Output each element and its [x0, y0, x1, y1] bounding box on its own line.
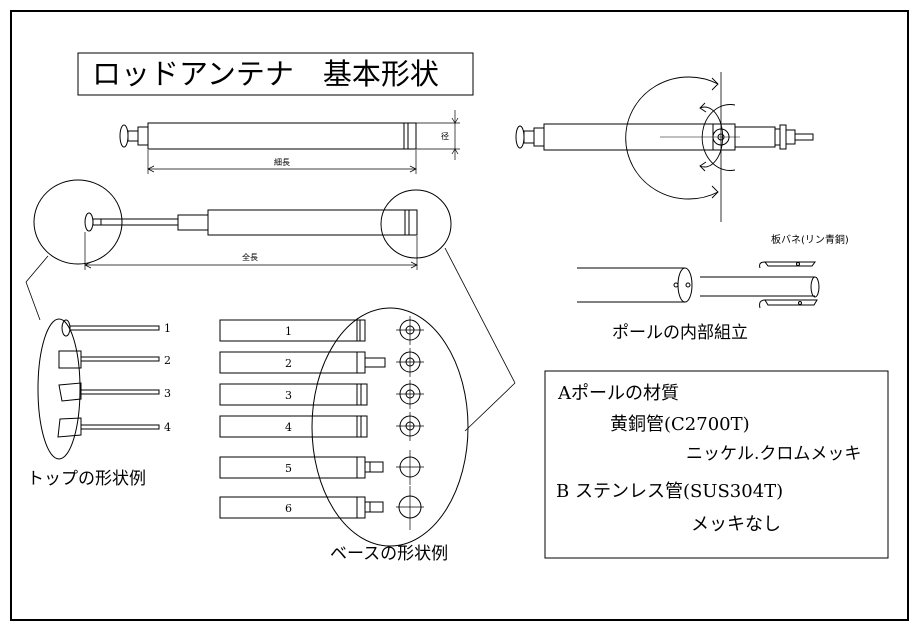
- total-length-dimension: [84, 232, 418, 270]
- title: ロッドアンテナ 基本形状: [92, 57, 439, 91]
- antenna-side-view: [515, 72, 814, 222]
- base-shape-1: [219, 316, 424, 345]
- leader-line-top: [25, 255, 49, 283]
- material-a-plating: ニッケル.クロムメッキ: [686, 444, 861, 464]
- base-label-6: 6: [285, 502, 292, 515]
- rotation-arrows: [625, 76, 736, 200]
- diameter-label: 径: [441, 131, 449, 141]
- material-a-title: Aポールの材質: [557, 383, 679, 404]
- leader-line-top-2: [25, 281, 41, 321]
- top-label-4: 4: [164, 421, 171, 434]
- inner-length-label: 細長: [274, 157, 290, 167]
- top-detail-circle: [33, 179, 123, 265]
- leader-line-base-2: [464, 382, 516, 432]
- top-label-3: 3: [164, 387, 171, 400]
- material-b-title: B ステンレス管(SUS304T): [556, 481, 783, 502]
- material-box: [544, 370, 889, 559]
- diameter-dimension: [416, 110, 460, 160]
- antenna-extended: [84, 209, 418, 236]
- base-shape-2: [219, 348, 424, 377]
- base-shape-5: [219, 450, 424, 485]
- base-shapes-ellipse: [311, 307, 469, 547]
- base-label-1: 1: [285, 325, 292, 338]
- base-label-4: 4: [285, 421, 292, 434]
- total-length-label: 全長: [242, 252, 258, 262]
- top-shape-2: [58, 350, 160, 369]
- base-label-5: 5: [285, 462, 292, 475]
- base-shape-4: [219, 412, 424, 441]
- base-shape-3: [219, 380, 424, 409]
- top-shape-3: [58, 382, 160, 402]
- base-label-3: 3: [285, 389, 292, 402]
- top-shape-1: [61, 319, 160, 337]
- top-label-2: 2: [164, 354, 171, 367]
- inner-length-dimension: [147, 150, 417, 174]
- title-box: [77, 52, 474, 96]
- top-label-1: 1: [164, 322, 171, 335]
- top-shape-4: [57, 417, 160, 438]
- top-shapes-caption: トップの形状例: [27, 469, 146, 489]
- pole-internal-assembly: [577, 261, 820, 309]
- top-shapes-ellipse: [37, 318, 81, 460]
- base-shapes-caption: ベースの形状例: [330, 544, 448, 564]
- material-a-name: 黄銅管(C2700T): [610, 414, 750, 435]
- base-detail-circle: [380, 189, 452, 259]
- assembly-caption: ポールの内部組立: [612, 323, 748, 343]
- leader-line-base: [444, 247, 516, 384]
- antenna-collapsed: [119, 122, 417, 150]
- material-b-plating: メッキなし: [691, 514, 781, 535]
- base-label-2: 2: [285, 357, 292, 370]
- base-shape-6: [219, 486, 424, 530]
- spring-label: 板バネ(リン青銅): [771, 233, 849, 246]
- outer-frame: [10, 10, 909, 621]
